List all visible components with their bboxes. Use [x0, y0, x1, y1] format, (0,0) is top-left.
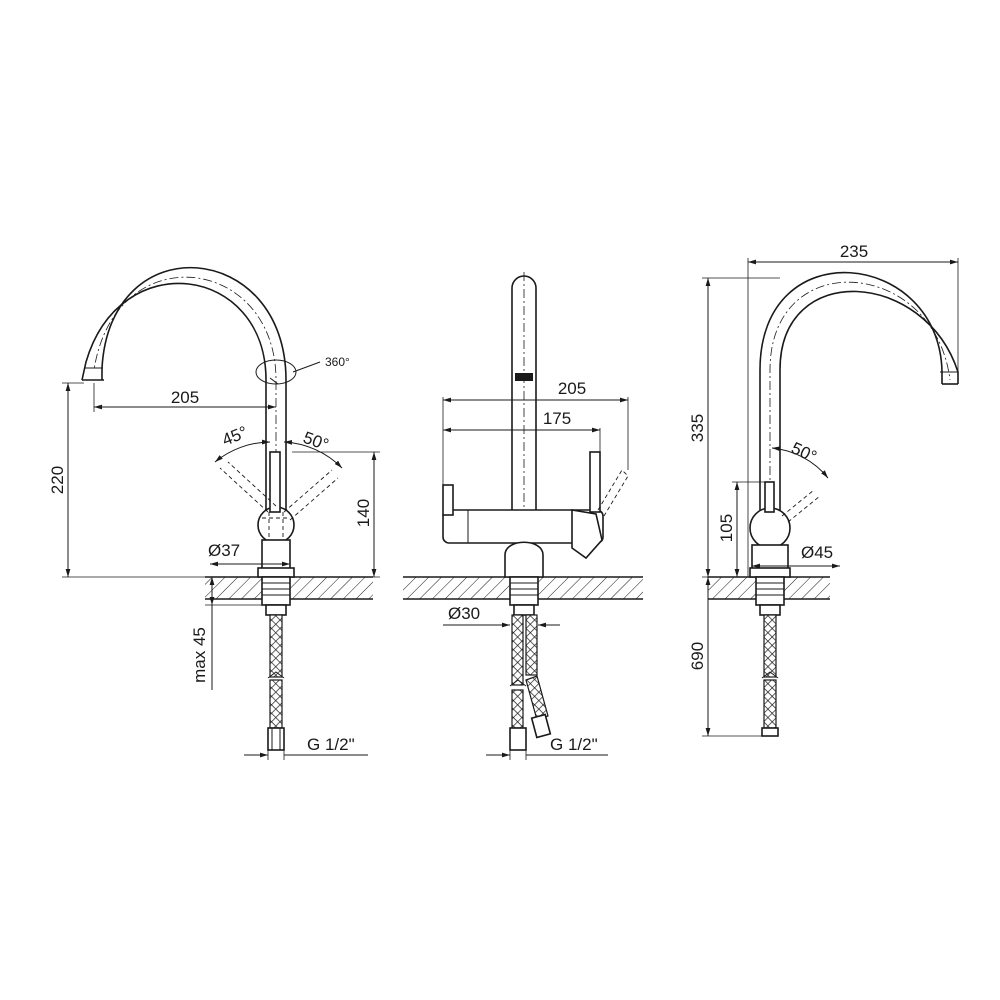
- middle-dim-g12: G 1/2": [550, 735, 598, 754]
- middle-hose-2: [525, 614, 538, 676]
- left-connector: [267, 727, 285, 751]
- left-spout-outer: [81, 282, 267, 510]
- right-dim-690: 690: [688, 642, 707, 670]
- left-dim-140: 140: [354, 499, 373, 527]
- right-spout-outer: [759, 271, 943, 510]
- left-spout-inner: [101, 267, 287, 510]
- left-dim-max45: max 45: [190, 627, 209, 683]
- right-spout-inner: [779, 290, 959, 510]
- middle-view: 205 175 Ø30 G 1/2": [403, 272, 643, 760]
- right-hose-upper: [763, 614, 777, 678]
- left-lever: [269, 451, 281, 513]
- right-dim-335: 335: [688, 414, 707, 442]
- middle-connector-2: [530, 713, 552, 739]
- left-dim-220: 220: [48, 466, 67, 494]
- left-thread: [261, 576, 291, 606]
- middle-lever-handle: [571, 509, 603, 560]
- middle-lever: [589, 451, 601, 513]
- middle-hose-1: [511, 614, 524, 686]
- left-hose-upper: [269, 614, 283, 678]
- middle-connector-1: [509, 727, 527, 751]
- right-dim-d45: Ø45: [801, 543, 833, 562]
- middle-thread: [509, 576, 539, 606]
- left-rotation-ellipse: [255, 359, 297, 385]
- left-dim-g12: G 1/2": [307, 735, 355, 754]
- left-dim-d37: Ø37: [208, 541, 240, 560]
- middle-base: [504, 541, 544, 578]
- left-dim-205: 205: [171, 388, 199, 407]
- right-hose-lower: [763, 679, 777, 729]
- right-dim-105: 105: [717, 514, 736, 542]
- right-connector: [761, 727, 779, 737]
- right-lever: [764, 481, 775, 513]
- right-dim-235: 235: [840, 242, 868, 261]
- right-thread: [755, 576, 785, 606]
- middle-dim-d30: Ø30: [448, 604, 480, 623]
- right-dim-50deg: 50°: [788, 438, 819, 466]
- left-body-base: [261, 539, 291, 571]
- left-lever-45-ghost: [219, 461, 277, 513]
- left-lever-50-ghost: [283, 469, 339, 521]
- left-dim-360: 360°: [325, 355, 350, 369]
- left-dim-50deg: 50°: [301, 428, 332, 455]
- left-hose-lower: [269, 679, 283, 729]
- middle-dim-205: 205: [558, 379, 586, 398]
- middle-lever-ghost: [597, 469, 629, 517]
- left-view: 205 220 140 Ø37 max 45 G 1/2" 360° 45° 5…: [48, 267, 380, 760]
- right-view: 235 335 105 Ø45 690 50°: [688, 242, 959, 737]
- middle-aerator: [515, 373, 533, 381]
- middle-dim-175: 175: [543, 409, 571, 428]
